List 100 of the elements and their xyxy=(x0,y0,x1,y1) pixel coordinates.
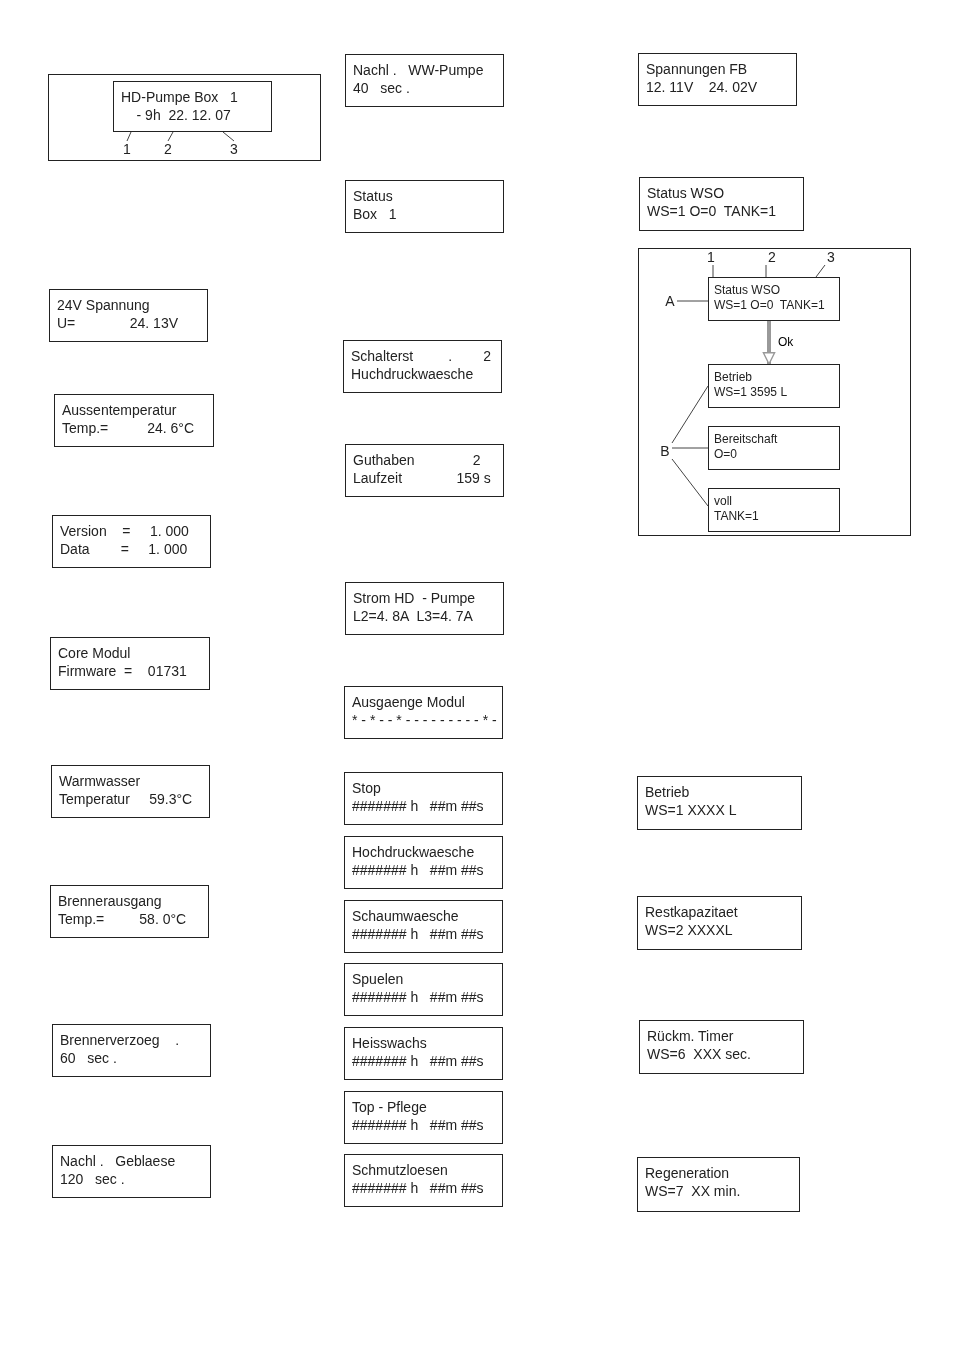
leader-line xyxy=(671,385,709,444)
callout-number: 2 xyxy=(766,249,778,265)
display-box xyxy=(54,394,214,447)
leader-line xyxy=(126,131,132,142)
leader-line xyxy=(712,264,714,278)
display-text: Guthaben 2 xyxy=(353,451,482,469)
callout-number: 3 xyxy=(228,141,240,157)
display-text: Huchdruckwaesche xyxy=(351,365,475,383)
display-box xyxy=(113,81,272,132)
display-text: Heisswachs xyxy=(352,1034,428,1052)
display-box xyxy=(344,1027,503,1080)
display-text: Laufzeit 159 s xyxy=(353,469,492,487)
display-box xyxy=(344,772,503,825)
display-text: voll xyxy=(714,494,733,509)
display-text: Rückm. Timer xyxy=(647,1027,735,1045)
display-text: Stop xyxy=(352,779,382,797)
display-text: Restkapazitaet xyxy=(645,903,739,921)
display-box xyxy=(639,177,804,231)
display-text: * - * - - * - - - - - - - - - * - xyxy=(352,711,495,729)
display-text: Schalterst . 2 xyxy=(351,347,493,365)
display-text: 40 sec . xyxy=(353,79,411,97)
display-text: HD-Pumpe Box 1 xyxy=(121,88,239,106)
display-text: Ausgaenge Modul xyxy=(352,693,466,711)
display-box xyxy=(345,582,504,635)
display-text: Schmutzloesen xyxy=(352,1161,449,1179)
display-box xyxy=(344,1091,503,1144)
display-text: WS=1 O=0 TANK=1 xyxy=(714,298,826,313)
display-text: ####### h ##m ##s xyxy=(352,1052,485,1070)
display-text: Hochdruckwaesche xyxy=(352,843,476,861)
frame-box xyxy=(638,248,911,536)
display-text: Spannungen FB xyxy=(646,60,749,78)
display-box xyxy=(637,1157,800,1212)
display-text: Status WSO xyxy=(647,184,726,202)
display-box xyxy=(708,426,840,470)
display-text: Warmwasser xyxy=(59,772,142,790)
display-box xyxy=(708,364,840,408)
leader-line xyxy=(222,131,235,142)
display-text: Temp.= 58. 0°C xyxy=(58,910,188,928)
callout-number: A xyxy=(663,293,677,309)
display-text: Brennerausgang xyxy=(58,892,163,910)
display-text: Betrieb xyxy=(645,783,691,801)
display-text: Schaumwaesche xyxy=(352,907,460,925)
display-text: Nachl . Geblaese xyxy=(60,1152,177,1170)
display-text: Core Modul xyxy=(58,644,132,662)
display-box xyxy=(345,180,504,233)
display-box xyxy=(708,488,840,532)
display-text: Temp.= 24. 6°C xyxy=(62,419,196,437)
callout-number: 1 xyxy=(705,249,717,265)
callout-number: 2 xyxy=(162,141,174,157)
callout-number: B xyxy=(658,443,672,459)
display-text: WS=1 3595 L xyxy=(714,385,789,400)
display-box xyxy=(344,836,503,889)
display-text: Nachl . WW-Pumpe xyxy=(353,61,485,79)
display-box xyxy=(344,1154,503,1207)
display-box xyxy=(345,444,504,497)
display-text: ####### h ##m ##s xyxy=(352,988,485,1006)
display-box xyxy=(50,885,209,938)
callout-number: 1 xyxy=(121,141,133,157)
display-text: Betrieb xyxy=(714,370,754,385)
display-text: ####### h ##m ##s xyxy=(352,925,485,943)
display-text: WS=1 O=0 TANK=1 xyxy=(647,202,778,220)
display-text: Status xyxy=(353,187,394,205)
display-text: Temperatur 59.3°C xyxy=(59,790,194,808)
display-box xyxy=(50,637,210,690)
edge-label: Ok xyxy=(777,334,795,349)
display-text: Brennerverzoeg . xyxy=(60,1031,181,1049)
leader-line xyxy=(671,447,709,449)
display-text: Data = 1. 000 xyxy=(60,540,189,558)
display-text: Bereitschaft xyxy=(714,432,779,447)
display-text: 12. 11V 24. 02V xyxy=(646,78,759,96)
display-text: WS=6 XXX sec. xyxy=(647,1045,752,1063)
leader-line xyxy=(671,458,709,507)
display-text: WS=2 XXXXL xyxy=(645,921,734,939)
display-text: O=0 xyxy=(714,447,738,462)
display-text: ####### h ##m ##s xyxy=(352,1179,485,1197)
display-text: Firmware = 01731 xyxy=(58,662,188,680)
display-text: 120 sec . xyxy=(60,1170,126,1188)
display-box xyxy=(639,1020,804,1074)
display-text: Version = 1. 000 xyxy=(60,522,190,540)
arrow xyxy=(762,321,776,365)
display-box xyxy=(708,277,840,321)
display-text: L2=4. 8A L3=4. 7A xyxy=(353,607,474,625)
leader-line xyxy=(167,131,174,142)
display-text: 60 sec . xyxy=(60,1049,118,1067)
leader-line xyxy=(765,264,767,278)
display-box xyxy=(51,765,210,818)
display-box xyxy=(344,963,503,1016)
callout-number: 3 xyxy=(825,249,837,265)
display-box xyxy=(49,289,208,342)
display-text: Box 1 xyxy=(353,205,398,223)
display-box xyxy=(637,896,802,950)
leader-line xyxy=(815,264,826,278)
display-text: U= 24. 13V xyxy=(57,314,179,332)
display-text: WS=7 XX min. xyxy=(645,1182,742,1200)
display-box xyxy=(637,776,802,830)
display-text: Top - Pflege xyxy=(352,1098,428,1116)
display-text: WS=1 XXXX L xyxy=(645,801,738,819)
display-text: TANK=1 xyxy=(714,509,760,524)
display-text: Status WSO xyxy=(714,283,782,298)
display-text: Regeneration xyxy=(645,1164,731,1182)
